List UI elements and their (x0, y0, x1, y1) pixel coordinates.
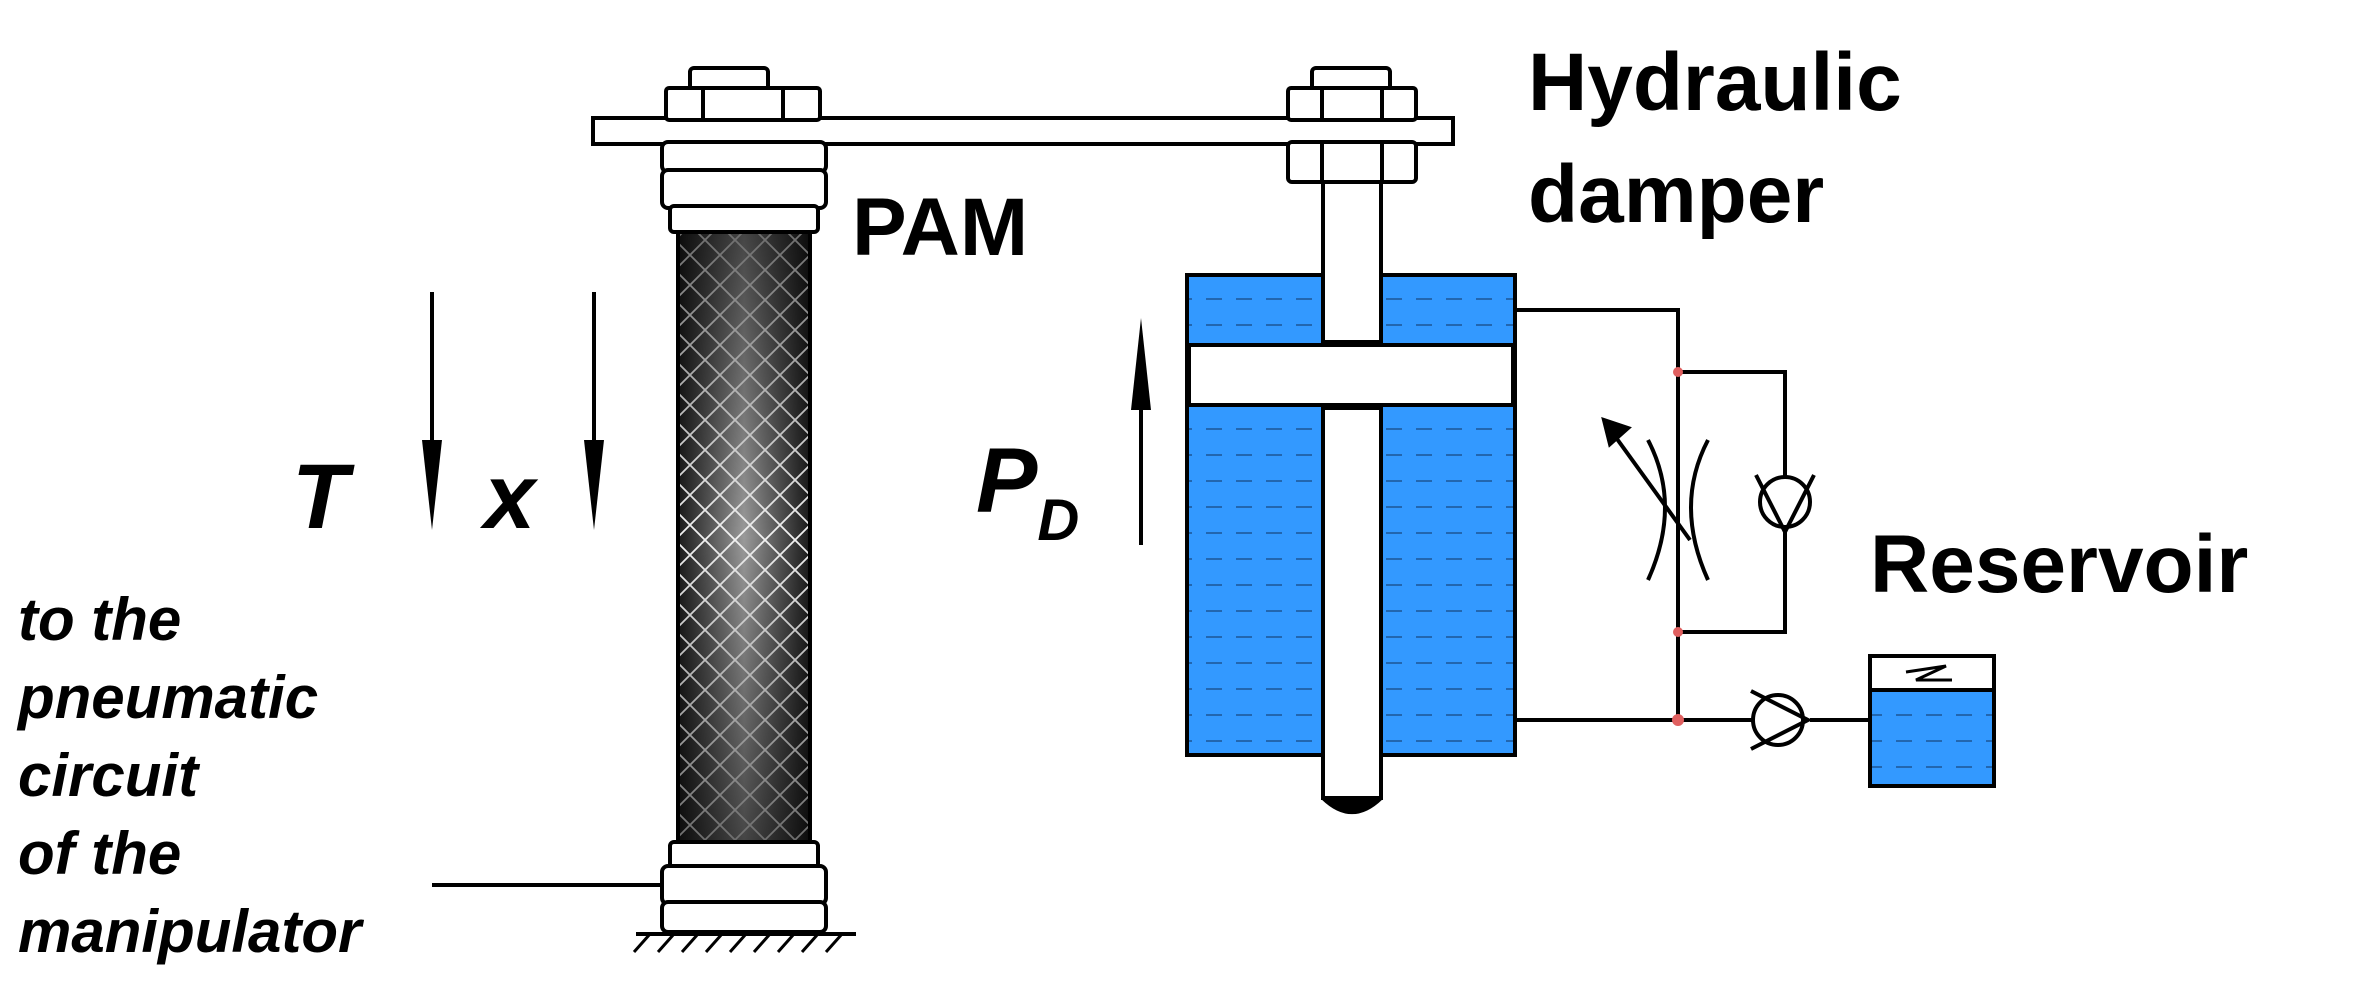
pneumatic-note: to the pneumatic circuit of the manipula… (16, 586, 365, 965)
damper-top-nut (1286, 66, 1418, 122)
note-line: circuit (18, 742, 201, 809)
label-reservoir: Reservoir (1870, 519, 2248, 610)
pam-top-nut (664, 66, 822, 122)
top-link-bar (591, 116, 1455, 146)
reservoir-tank (1868, 654, 1996, 788)
label-force-t: T (292, 446, 355, 548)
label-pd-main: P (976, 430, 1038, 532)
label-hydraulic: Hydraulic (1528, 37, 1902, 128)
pd-arrow (1131, 318, 1151, 545)
hydraulic-circuit (1515, 308, 1870, 722)
note-line: to the (18, 586, 181, 653)
label-displacement-x: x (479, 446, 539, 548)
damper-rod-nut (1286, 140, 1418, 184)
displacement-x-arrow (584, 292, 604, 530)
spring-icon (1905, 664, 1952, 682)
note-line: manipulator (18, 898, 365, 965)
check-valve-icon (1750, 689, 1813, 751)
label-pd: PD (976, 430, 1079, 553)
label-pd-sub: D (1037, 488, 1079, 553)
variable-throttle-icon (1601, 416, 1710, 581)
damper-piston (1187, 343, 1515, 407)
ground-hatch-icon (632, 932, 856, 953)
note-line: pneumatic (16, 664, 318, 731)
pam-bottom-fitting (660, 840, 828, 934)
pam-top-fitting (660, 140, 828, 234)
force-t-arrow (422, 292, 442, 530)
label-pam: PAM (852, 182, 1028, 273)
check-valve-icon (1754, 474, 1816, 537)
damper-rod (1321, 180, 1383, 814)
braided-sleeve-icon (676, 230, 812, 844)
note-line: of the (18, 820, 181, 887)
label-damper: damper (1528, 149, 1824, 240)
junction-dots (1672, 367, 1684, 726)
